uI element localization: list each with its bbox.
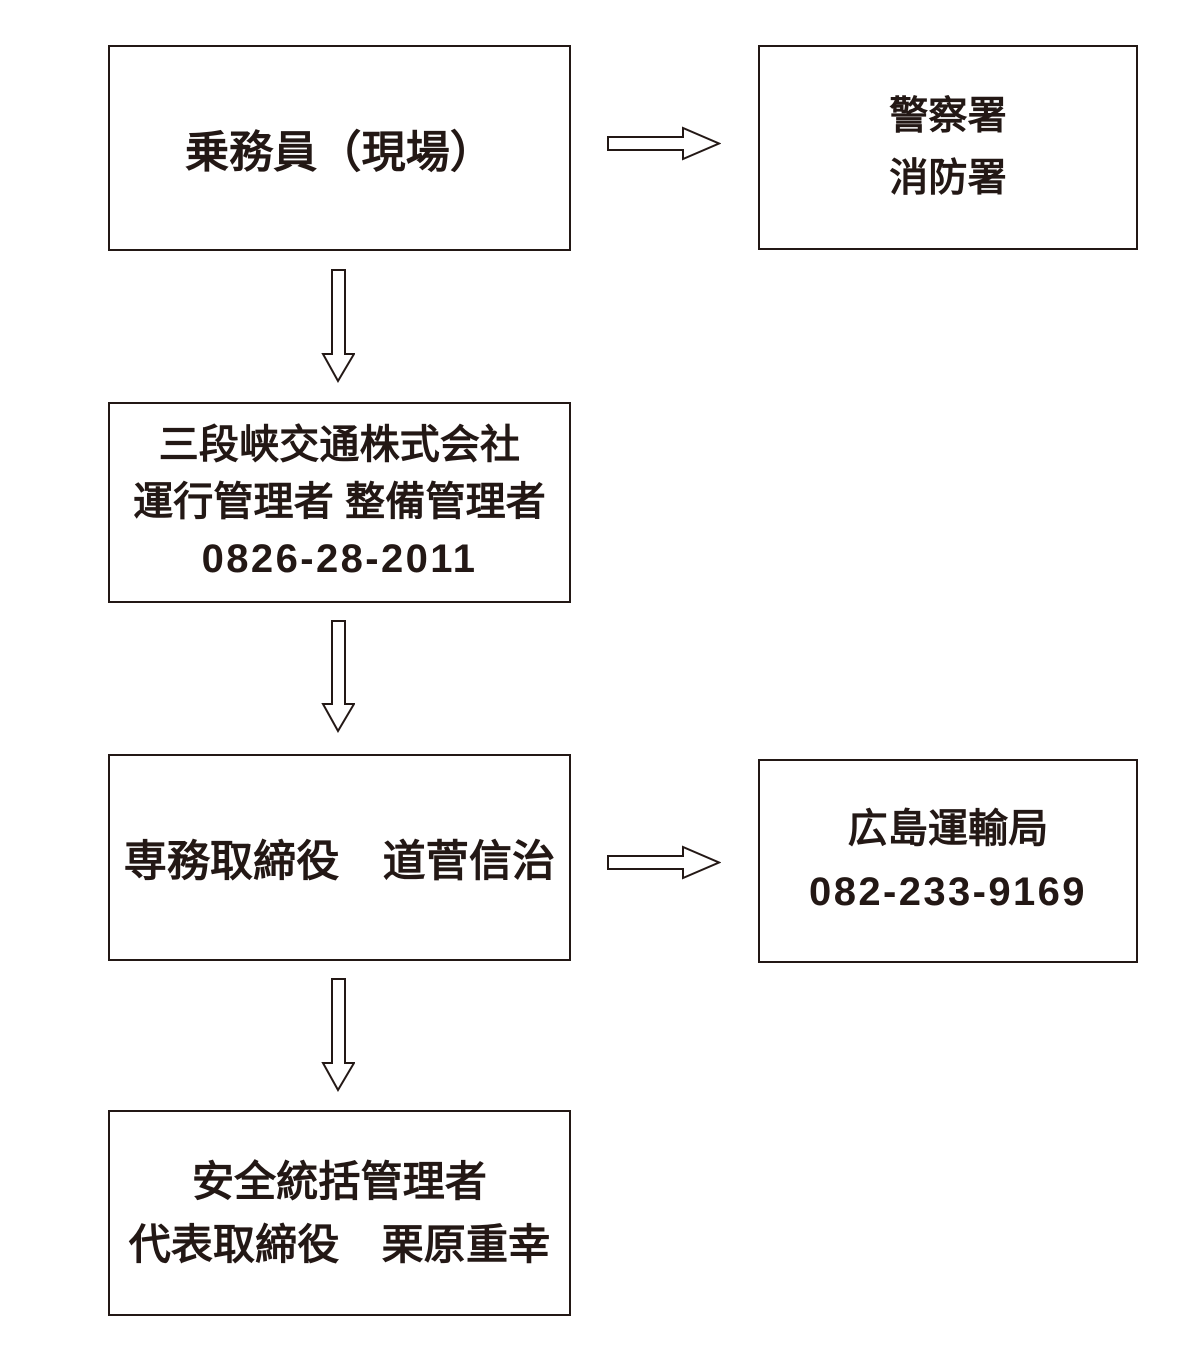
arrow-down-company-to-director-icon <box>321 620 355 733</box>
police-fire-box: 警察署 消防署 <box>758 45 1138 250</box>
company-phone-number: 0826-28-2011 <box>201 537 478 582</box>
arrow-right-crew-to-police-fire-icon <box>607 126 721 161</box>
transport-bureau-box: 広島運輸局 082-233-9169 <box>758 759 1138 963</box>
transport-bureau-label: 広島運輸局 <box>847 806 1049 851</box>
crew-box: 乗務員（現場） <box>108 45 571 251</box>
police-station-label: 警察署 <box>889 94 1007 138</box>
company-box: 三段峡交通株式会社 運行管理者 整備管理者 0826-28-2011 <box>108 402 571 603</box>
company-name-label: 三段峡交通株式会社 <box>158 422 521 467</box>
arrow-down-crew-to-company-icon <box>321 269 355 383</box>
representative-director-label: 代表取締役 栗原重幸 <box>128 1221 551 1268</box>
director-box: 専務取締役 道菅信治 <box>108 754 571 961</box>
director-label: 専務取締役 道菅信治 <box>123 837 556 886</box>
safety-manager-box: 安全統括管理者 代表取締役 栗原重幸 <box>108 1110 571 1316</box>
arrow-down-director-to-safety-manager-icon <box>321 978 355 1092</box>
safety-manager-title-label: 安全統括管理者 <box>191 1158 488 1205</box>
managers-label: 運行管理者 整備管理者 <box>133 479 546 524</box>
crew-box-label: 乗務員（現場） <box>184 128 495 177</box>
transport-bureau-phone-number: 082-233-9169 <box>809 870 1087 914</box>
arrow-right-director-to-bureau-icon <box>607 845 721 880</box>
fire-station-label: 消防署 <box>889 156 1007 200</box>
